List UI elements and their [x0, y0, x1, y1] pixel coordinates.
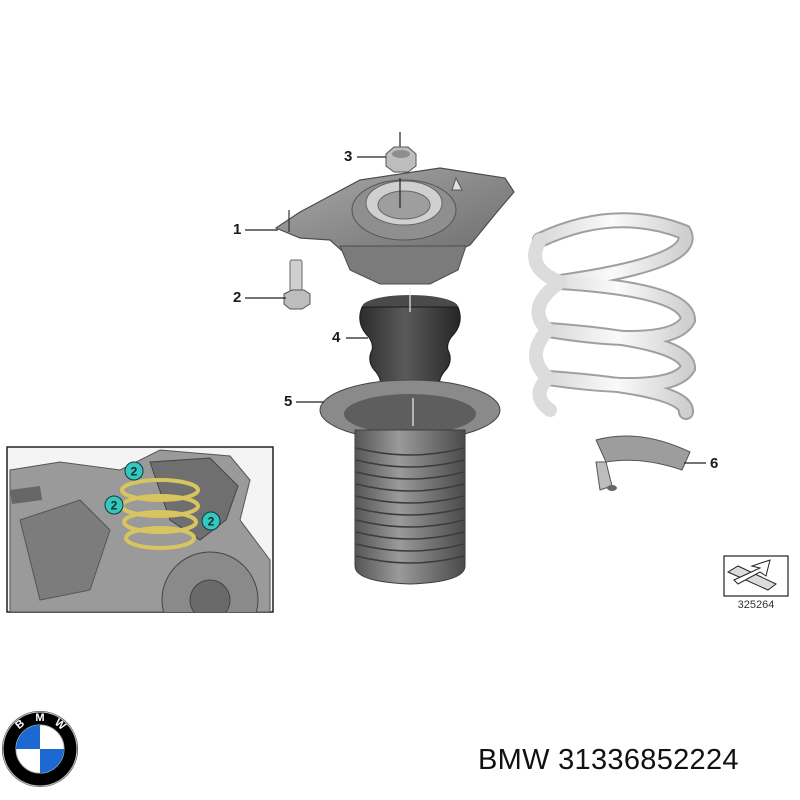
part-number-label: BMW 31336852224: [478, 744, 739, 776]
reference-code: 325264: [737, 599, 775, 611]
leader-lines: [245, 156, 706, 464]
callout-5: 5: [284, 393, 293, 410]
inset-badge: 2: [124, 461, 144, 481]
part-1-strut-mount: [274, 167, 515, 285]
part-5-dust-boot: [319, 379, 501, 585]
callout-2: 2: [233, 289, 242, 306]
bmw-logo: B M W: [2, 711, 78, 787]
svg-text:2: 2: [131, 465, 138, 479]
inset-detail: 2 2 2: [6, 446, 274, 613]
coil-spring: [528, 212, 697, 420]
svg-text:M: M: [35, 712, 44, 724]
callout-4: 4: [332, 329, 341, 346]
part-4-bump-stop: [359, 288, 461, 401]
inset-badge: 2: [104, 495, 124, 515]
boot-ribs: [355, 447, 465, 564]
part-2-bolt: [283, 259, 311, 310]
reference-arrow-icon: [723, 555, 789, 597]
part-6-spring-seat: [595, 435, 691, 491]
svg-text:2: 2: [111, 499, 118, 513]
callout-6: 6: [710, 455, 719, 472]
inset-badge: 2: [201, 511, 221, 531]
callout-3: 3: [344, 148, 353, 165]
part-3-nut: [385, 132, 417, 173]
svg-text:2: 2: [208, 515, 215, 529]
callout-1: 1: [233, 221, 242, 238]
